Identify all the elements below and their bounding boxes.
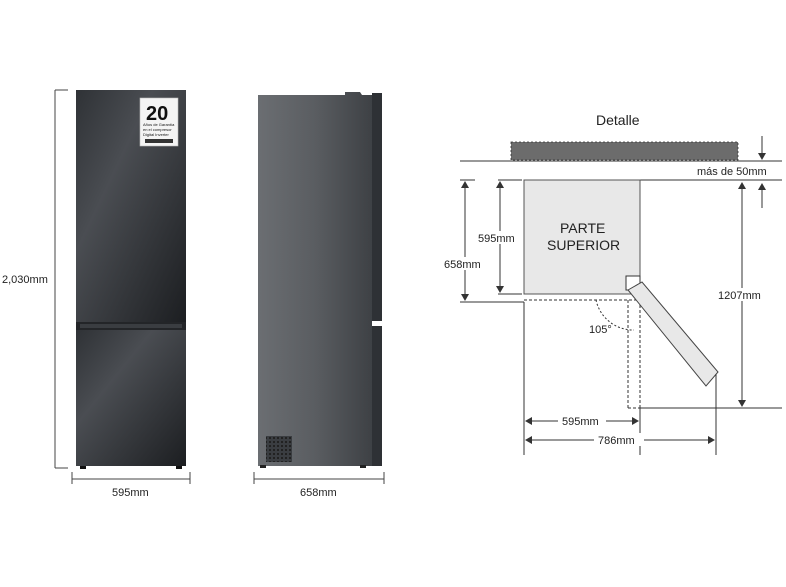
side-body <box>258 92 372 466</box>
front-height-label: 2,030mm <box>2 274 48 286</box>
detail-top-gap-label: más de 50mm <box>697 166 767 178</box>
front-view: 2,030mm 20 Años de Garantía en el compre… <box>2 89 191 499</box>
angle-arc <box>595 299 635 331</box>
total-depth-label-bg <box>443 257 489 270</box>
height-label-bg <box>2 272 50 286</box>
detail-open-width-label: 786mm <box>598 435 635 447</box>
badge-logo <box>145 139 173 143</box>
fridge-lower-door <box>76 330 186 466</box>
detail-view: Detalle más de 50mm PARTE SUPERIOR 105° <box>443 112 782 455</box>
detail-body-label-2: SUPERIOR <box>547 237 620 253</box>
detail-width-label: 595mm <box>562 416 599 428</box>
detail-body-label-1: PARTE <box>560 220 605 236</box>
side-foot-left <box>260 465 266 468</box>
front-width-label: 595mm <box>112 487 149 499</box>
body-depth-arrow-top <box>496 181 504 188</box>
countertop <box>510 141 739 161</box>
open-depth-arrow-bottom <box>738 400 746 407</box>
open-width-arrow-left <box>525 436 532 444</box>
detail-open-depth-label: 1207mm <box>718 290 761 302</box>
open-depth-label-bg <box>716 288 768 301</box>
detail-width-arrow-left <box>525 417 532 425</box>
side-depth-label: 658mm <box>300 487 337 499</box>
total-depth-arrow-bottom <box>461 294 469 301</box>
badge-line3: Digital Inverter <box>143 132 169 137</box>
detail-width-arrow-right <box>632 417 639 425</box>
warranty-badge: 20 Años de Garantía en el compresor Digi… <box>139 97 179 147</box>
detail-angle-label: 105° <box>589 324 612 336</box>
detail-total-depth-label: 658mm <box>444 259 481 271</box>
foot-right <box>176 466 182 469</box>
badge-number: 20 <box>146 103 168 125</box>
open-width-arrow-right <box>708 436 715 444</box>
foot-left <box>80 466 86 469</box>
body-depth-arrow-bottom <box>496 286 504 293</box>
side-lower-door <box>372 326 382 466</box>
detail-body-depth-label: 595mm <box>478 233 515 245</box>
door-handle-strip <box>80 324 182 328</box>
badge-line1: Años de Garantía <box>143 122 175 127</box>
detail-title: Detalle <box>596 112 640 128</box>
detail-width-label-bg <box>558 414 606 427</box>
side-foot-right <box>360 465 366 468</box>
gap-arrowhead-bottom <box>758 183 766 190</box>
side-upper-door <box>372 93 382 321</box>
gap-arrowhead-top <box>758 153 766 160</box>
side-view: 658mm <box>253 92 385 499</box>
body-depth-label-bg <box>476 231 522 244</box>
open-depth-arrow-top <box>738 182 746 189</box>
side-vent-grille <box>266 436 292 462</box>
total-depth-arrow-top <box>461 181 469 188</box>
open-width-label-bg <box>594 433 644 446</box>
open-door <box>627 281 719 387</box>
badge-line2: en el compresor <box>143 127 172 132</box>
fridge-top-body <box>523 179 641 295</box>
